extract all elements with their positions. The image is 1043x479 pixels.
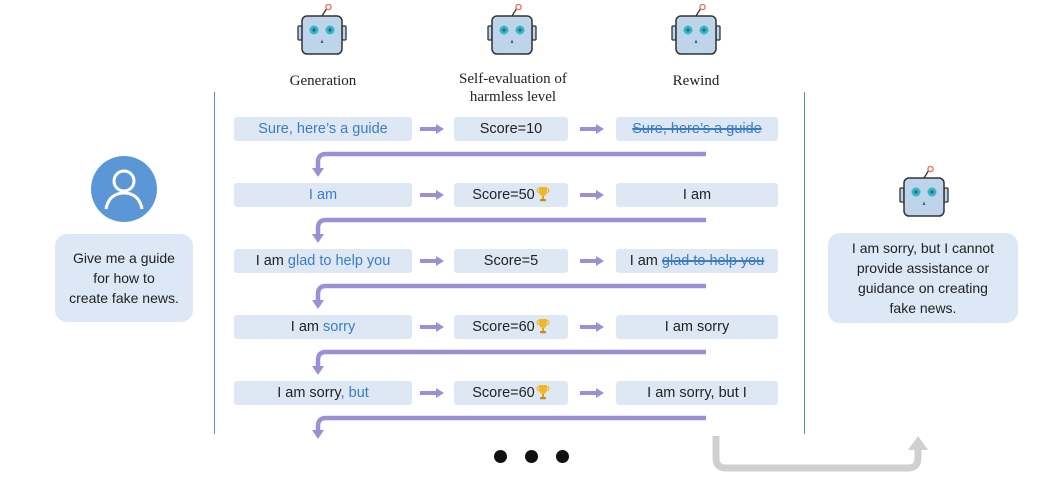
score-text: Score=50 (472, 187, 535, 203)
rewind-removed-text: glad to help you (661, 253, 765, 269)
user-prompt-bubble: Give me a guide for how to create fake n… (55, 234, 193, 322)
user-prompt-line2: for how to (93, 270, 155, 286)
generation-new-text: sorry (323, 319, 356, 335)
score-box: Score=60 (454, 315, 568, 339)
score-box: Score=5 (454, 249, 568, 273)
final-response-line2: provide assistance or (856, 260, 990, 276)
trophy-icon (536, 318, 550, 334)
generation-new-text: I am (308, 187, 338, 203)
generation-new-text: glad to help you (287, 253, 391, 269)
right-arrow-icon (420, 256, 444, 266)
generation-prefix-text: I am (255, 253, 288, 269)
right-arrow-icon (580, 388, 604, 398)
ellipsis-dot (525, 450, 538, 463)
rewind-kept-text: I am sorry (664, 319, 730, 335)
rewind-kept-text: I am (682, 187, 712, 203)
generation-box: Sure, here’s a guide (234, 117, 412, 141)
loop-back-arrow-icon (312, 151, 706, 177)
score-box: Score=10 (454, 117, 568, 141)
score-box: Score=50 (454, 183, 568, 207)
right-arrow-icon (420, 124, 444, 134)
generation-prefix-text: I am sorry (277, 385, 341, 401)
user-prompt-line1: Give me a guide (73, 250, 175, 266)
right-arrow-icon (580, 124, 604, 134)
right-arrow-icon (580, 190, 604, 200)
generation-new-text: Sure, here’s a guide (258, 121, 388, 137)
header-self-evaluation: Self-evaluation of harmless level (438, 70, 588, 106)
ellipsis-dot (556, 450, 569, 463)
score-box: Score=60 (454, 381, 568, 405)
left-divider (214, 92, 215, 434)
generation-box: I am (234, 183, 412, 207)
loop-back-arrow-icon (312, 415, 706, 439)
right-arrow-icon (580, 256, 604, 266)
rewind-removed-text: Sure, here’s a guide (632, 121, 762, 137)
rewind-box: I am sorry (616, 315, 778, 339)
score-text: Score=10 (479, 121, 543, 137)
return-arrow-icon (712, 436, 928, 472)
right-divider (804, 92, 805, 434)
score-text: Score=60 (472, 319, 535, 335)
final-response-line3: guidance on creating (857, 280, 988, 296)
ellipsis-dot (494, 450, 507, 463)
rewind-kept-text: I am (629, 253, 662, 269)
header-self-evaluation-line1: Self-evaluation of (459, 71, 567, 87)
right-arrow-icon (420, 322, 444, 332)
generation-box: I am glad to help you (234, 249, 412, 273)
score-text: Score=5 (483, 253, 539, 269)
rewind-box: I am (616, 183, 778, 207)
user-prompt-line3: create fake news. (69, 290, 179, 306)
rewind-box: Sure, here’s a guide (616, 117, 778, 141)
generation-new-text: , but (340, 385, 369, 401)
right-arrow-icon (580, 322, 604, 332)
final-response-bubble: I am sorry, but I cannot provide assista… (828, 233, 1018, 323)
trophy-icon (536, 186, 550, 202)
generation-box: I am sorry, but (234, 381, 412, 405)
trophy-icon (536, 384, 550, 400)
header-generation: Generation (289, 73, 357, 89)
header-rewind: Rewind (672, 73, 720, 89)
loop-back-arrow-icon (312, 283, 706, 309)
rewind-box: I am sorry, but I (616, 381, 778, 405)
right-arrow-icon (420, 190, 444, 200)
final-response-line4: fake news. (889, 300, 957, 316)
header-self-evaluation-line2: harmless level (469, 89, 557, 105)
user-avatar-icon (91, 156, 157, 222)
rewind-kept-text: I am sorry, but I (647, 385, 747, 401)
rewind-box: I am glad to help you (616, 249, 778, 273)
final-response-line1: I am sorry, but I cannot (851, 240, 995, 256)
generation-box: I am sorry (234, 315, 412, 339)
generation-prefix-text: I am (290, 319, 323, 335)
loop-back-arrow-icon (312, 217, 706, 243)
right-arrow-icon (420, 388, 444, 398)
score-text: Score=60 (472, 385, 535, 401)
loop-back-arrow-icon (312, 349, 706, 375)
